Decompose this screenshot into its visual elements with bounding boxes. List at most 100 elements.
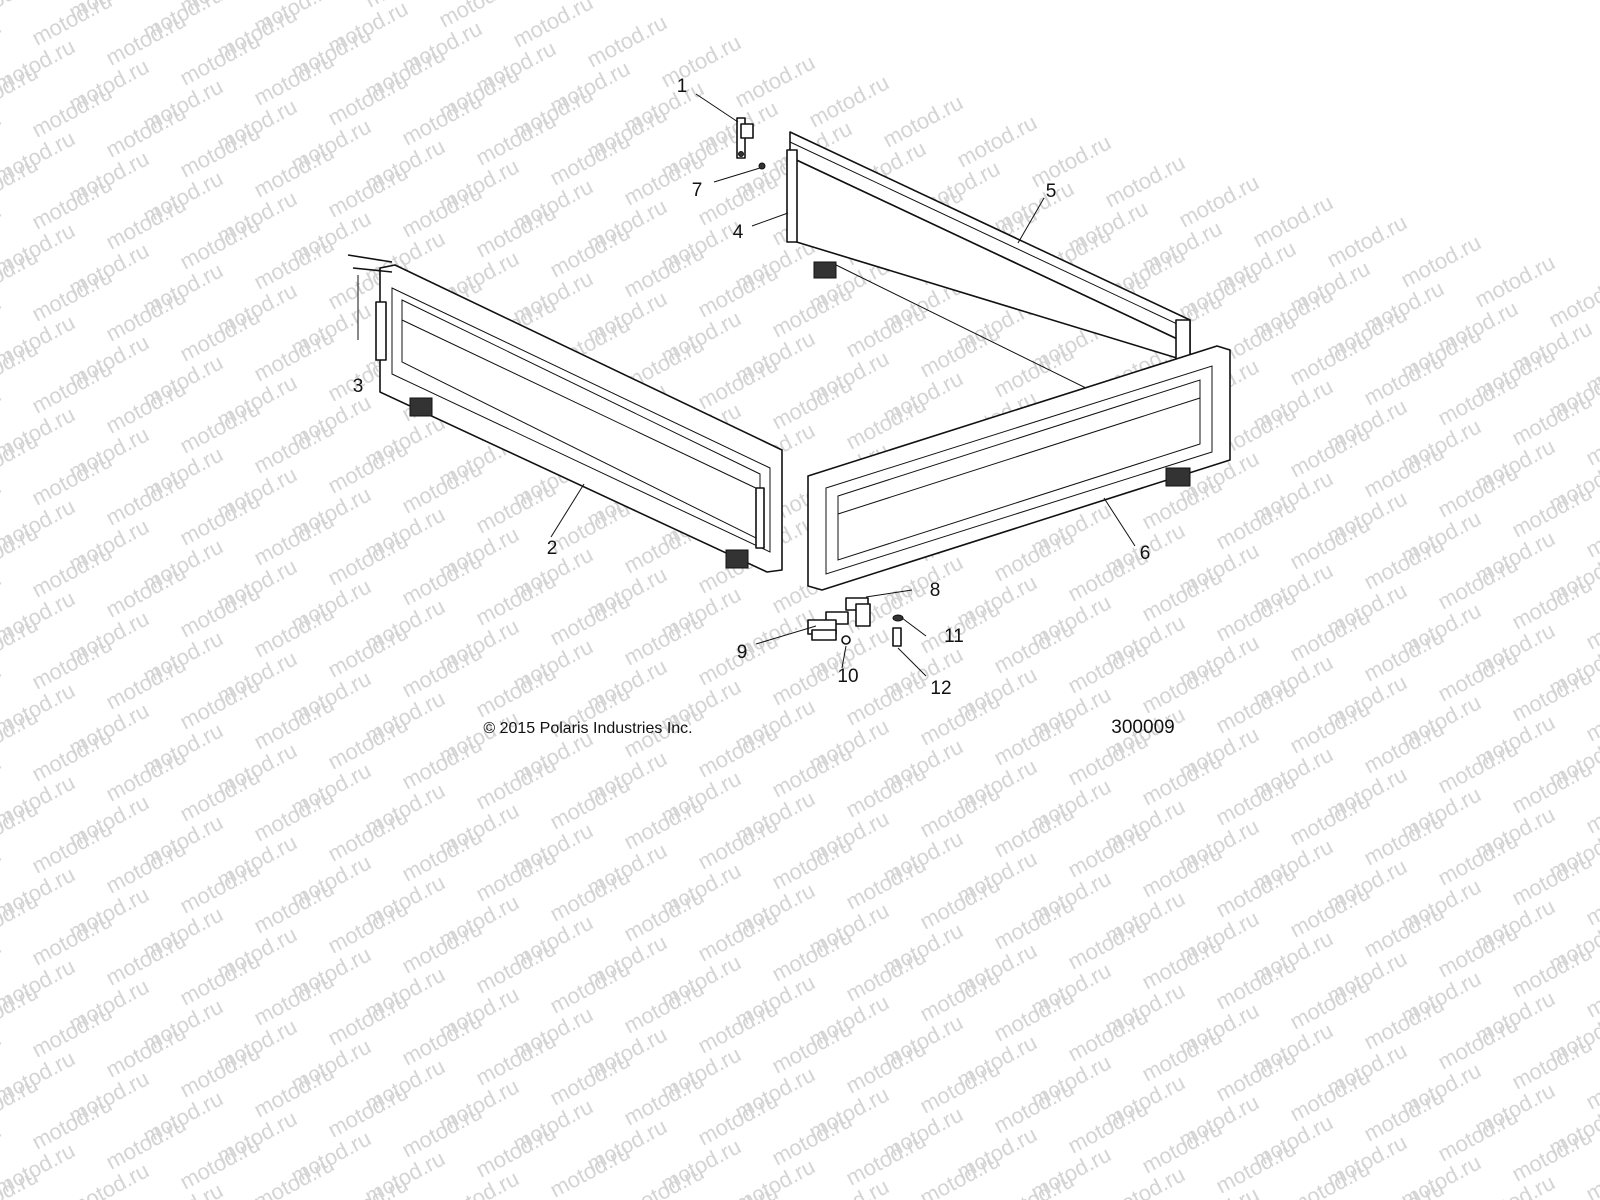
- watermark-text: motod.ru: [768, 924, 856, 987]
- watermark-text: motod.ru: [768, 832, 856, 895]
- watermark-text: motod.ru: [398, 1008, 486, 1071]
- watermark-text: motod.ru: [1360, 992, 1448, 1055]
- watermark-text: motod.ru: [28, 724, 116, 787]
- watermark-text: motod.ru: [694, 720, 782, 783]
- watermark-text: motod.ru: [102, 928, 190, 991]
- callout-4: 4: [733, 222, 744, 243]
- callout-8: 8: [930, 580, 941, 601]
- watermark-text: motod.ru: [398, 916, 486, 979]
- watermark-text: motod.ru: [1138, 748, 1226, 811]
- watermark-text: motod.ru: [1508, 1124, 1596, 1187]
- watermark-text: motod.ru: [620, 976, 708, 1039]
- watermark-text: motod.ru: [1286, 788, 1374, 851]
- watermark-text: motod.ru: [472, 200, 560, 263]
- watermark-text: motod.ru: [768, 740, 856, 803]
- callout-2: 2: [547, 538, 558, 559]
- watermark-text: motod.ru: [842, 852, 930, 915]
- watermark-text: motod.ru: [102, 836, 190, 899]
- watermark-text: motod.ru: [1360, 348, 1448, 411]
- watermark-text: motod.ru: [990, 800, 1078, 863]
- watermark-text: motod.ru: [990, 708, 1078, 771]
- watermark-text: motod.ru: [1471, 250, 1559, 313]
- watermark-text: motod.ru: [250, 324, 338, 387]
- watermark-text: motod.ru: [1286, 1156, 1374, 1200]
- watermark-text: motod.ru: [620, 792, 708, 855]
- watermark-text: motod.ru: [1434, 828, 1522, 891]
- watermark-text: motod.ru: [1582, 684, 1600, 747]
- watermark-text: motod.ru: [472, 108, 560, 171]
- watermark-text: motod.ru: [1434, 1012, 1522, 1075]
- watermark-text: motod.ru: [324, 712, 412, 775]
- watermark-text: motod.ru: [250, 1060, 338, 1123]
- watermark-text: motod.ru: [546, 496, 634, 559]
- screw-part-10: [841, 635, 851, 645]
- watermark-text: motod.ru: [546, 1048, 634, 1111]
- watermark-text: motod.ru: [1212, 860, 1300, 923]
- watermark-text: motod.ru: [1286, 880, 1374, 943]
- watermark-text: motod.ru: [28, 356, 116, 419]
- watermark-text: motod.ru: [1286, 972, 1374, 1035]
- watermark-text: motod.ru: [28, 908, 116, 971]
- watermark-text: motod.ru: [176, 672, 264, 735]
- watermark-text: motod.ru: [1212, 952, 1300, 1015]
- watermark-text: motod.ru: [990, 340, 1078, 403]
- watermark-text: motod.ru: [250, 416, 338, 479]
- watermark-text: motod.ru: [1027, 130, 1115, 193]
- watermark-text: motod.ru: [916, 320, 1004, 383]
- pin-part-12: [892, 627, 902, 647]
- watermark-text: motod.ru: [1508, 848, 1596, 911]
- watermark-text: motod.ru: [620, 240, 708, 303]
- watermark-text: motod.ru: [472, 660, 560, 723]
- watermark-text: motod.ru: [694, 812, 782, 875]
- watermark-text: motod.ru: [916, 872, 1004, 935]
- watermark-text: motod.ru: [324, 528, 412, 591]
- callout-5: 5: [1046, 181, 1057, 202]
- watermark-text: motod.ru: [472, 476, 560, 539]
- watermark-text: motod.ru: [1582, 500, 1600, 563]
- watermark-text: motod.ru: [28, 540, 116, 603]
- watermark-text: motod.ru: [1582, 1144, 1600, 1200]
- callout-6: 6: [1140, 543, 1151, 564]
- watermark-text: motod.ru: [1582, 868, 1600, 931]
- watermark-text: motod.ru: [1138, 932, 1226, 995]
- watermark-text: motod.ru: [102, 376, 190, 439]
- watermark-text: motod.ru: [1360, 624, 1448, 687]
- callout-1: 1: [677, 76, 688, 97]
- rear-panel-part-5: [786, 131, 1191, 391]
- watermark-text: motod.ru: [694, 1088, 782, 1151]
- watermark-text: motod.ru: [28, 448, 116, 511]
- watermark-text: motod.ru: [694, 260, 782, 323]
- watermark-text: motod.ru: [1286, 328, 1374, 391]
- watermark-text: motod.ru: [1138, 840, 1226, 903]
- watermark-text: motod.ru: [1360, 440, 1448, 503]
- watermark-text: motod.ru: [1212, 768, 1300, 831]
- watermark-text: motod.ru: [250, 1152, 338, 1200]
- washer-part-11: [892, 614, 904, 622]
- watermark-text: motod.ru: [694, 352, 782, 415]
- watermark-text: motod.ru: [102, 1112, 190, 1175]
- watermark-text: motod.ru: [1138, 564, 1226, 627]
- watermark-text: motod.ru: [990, 984, 1078, 1047]
- watermark-text: motod.ru: [546, 128, 634, 191]
- watermark-text: motod.ru: [1286, 512, 1374, 575]
- watermark-text: motod.ru: [1434, 736, 1522, 799]
- watermark-text: motod.ru: [546, 1140, 634, 1200]
- watermark-text: motod.ru: [1360, 808, 1448, 871]
- watermark-text: motod.ru: [1064, 1096, 1152, 1159]
- watermark-text: motod.ru: [176, 948, 264, 1011]
- watermark-text: motod.ru: [1434, 368, 1522, 431]
- watermark-text: motod.ru: [28, 1092, 116, 1155]
- latch-part-3: [347, 254, 393, 340]
- watermark-text: motod.ru: [176, 856, 264, 919]
- watermark-text: motod.ru: [916, 1148, 1004, 1200]
- watermark-text: motod.ru: [1212, 584, 1300, 647]
- watermark-text: motod.ru: [1508, 388, 1596, 451]
- watermark-text: motod.ru: [1064, 912, 1152, 975]
- watermark-text: motod.ru: [768, 1016, 856, 1079]
- watermark-text: motod.ru: [1582, 776, 1600, 839]
- watermark-text: motod.ru: [1508, 940, 1596, 1003]
- watermark-text: motod.ru: [176, 304, 264, 367]
- watermark-text: motod.ru: [176, 764, 264, 827]
- watermark-text: motod.ru: [546, 588, 634, 651]
